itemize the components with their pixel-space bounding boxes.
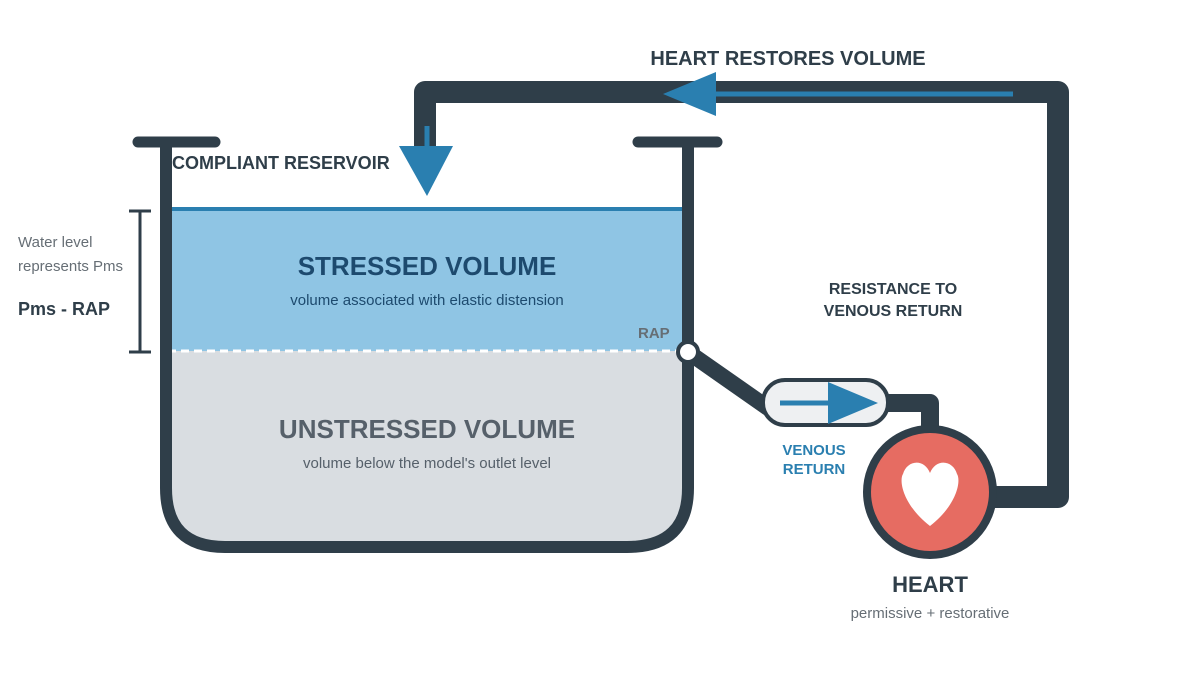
stressed-volume-desc: volume associated with elastic distensio… bbox=[290, 292, 563, 309]
outlet-pipe bbox=[680, 344, 776, 416]
water-level-label-line2: represents Pms bbox=[18, 258, 123, 275]
compliant-reservoir-label: COMPLIANT RESERVOIR bbox=[172, 153, 390, 173]
venous-return-label-line1: VENOUS bbox=[782, 442, 845, 459]
right-arrow-icon bbox=[828, 382, 878, 424]
down-arrow-icon bbox=[399, 146, 453, 196]
stressed-volume-title: STRESSED VOLUME bbox=[298, 251, 557, 281]
water-level-label-line1: Water level bbox=[18, 234, 92, 251]
return-loop-pipe bbox=[414, 81, 1069, 508]
heart-restores-volume-label: HEART RESTORES VOLUME bbox=[650, 48, 925, 70]
resistance-label-line2: VENOUS RETURN bbox=[824, 303, 963, 320]
rap-outlet-node bbox=[676, 340, 700, 364]
rap-label: RAP bbox=[638, 325, 670, 342]
left-arrow-icon bbox=[663, 72, 716, 116]
unstressed-volume-title: UNSTRESSED VOLUME bbox=[279, 414, 575, 444]
heart-title: HEART bbox=[892, 572, 968, 597]
stressed-volume-fill bbox=[168, 209, 684, 351]
pms-rap-label: Pms - RAP bbox=[18, 299, 110, 319]
heart-icon bbox=[901, 462, 959, 526]
resistance-label-line1: RESISTANCE TO bbox=[829, 281, 957, 298]
venous-return-label-line2: RETURN bbox=[783, 461, 846, 478]
unstressed-volume-fill bbox=[168, 351, 684, 545]
unstressed-volume-desc: volume below the model's outlet level bbox=[303, 455, 551, 472]
reservoir-outline bbox=[160, 143, 694, 553]
heart-desc: permissive + restorative bbox=[851, 605, 1010, 622]
